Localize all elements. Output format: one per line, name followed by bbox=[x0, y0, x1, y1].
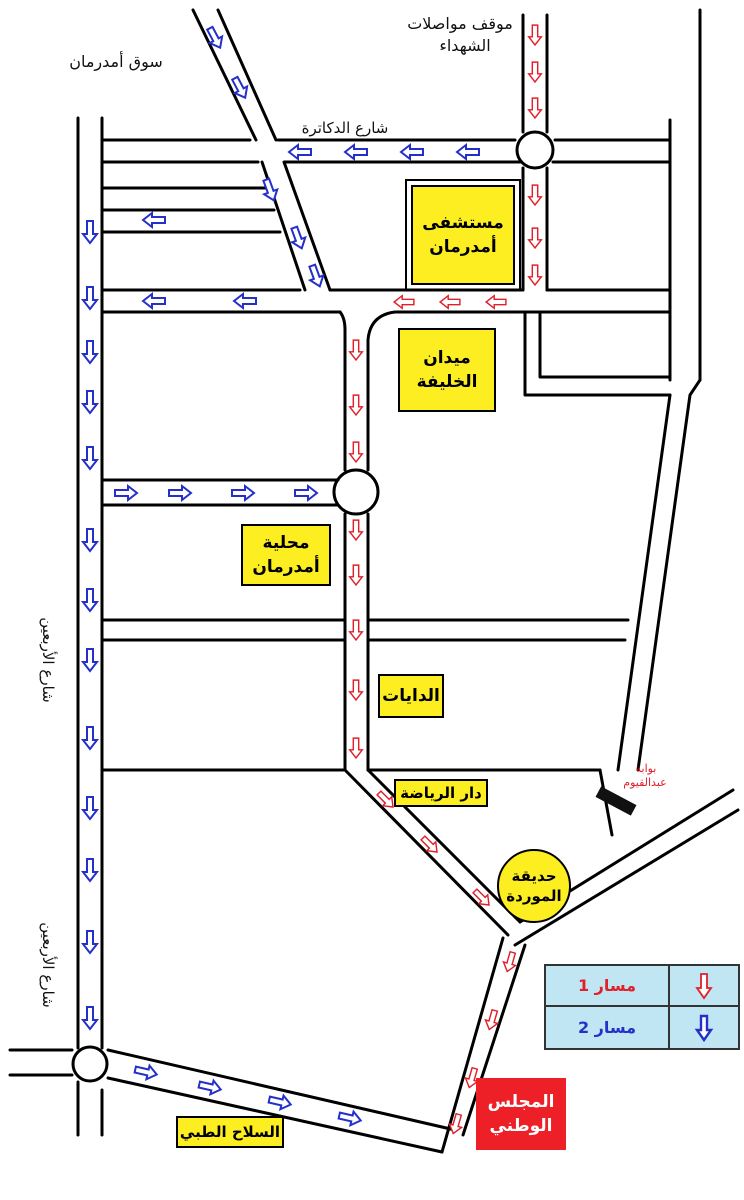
station-label-line2: الشهداء bbox=[439, 36, 491, 55]
red-down-arrow-icon bbox=[695, 972, 713, 1000]
hospital-name-line2: أمدرمان bbox=[429, 237, 497, 257]
gate-marker bbox=[595, 786, 637, 816]
parliament-name-line1: المجلس bbox=[487, 1092, 555, 1112]
legend-route1-label: مسار 1 bbox=[546, 966, 668, 1007]
silah-tibbi-name: السلاح الطبي bbox=[179, 1123, 281, 1141]
hospital-name-line1: مستشفى bbox=[422, 213, 504, 233]
mahaliya-name-line2: أمدرمان bbox=[252, 557, 320, 577]
khalifa-name-line2: الخليفة bbox=[416, 372, 478, 392]
gate-label-line1: بوابة bbox=[635, 762, 657, 775]
garden-name-line2: الموردة bbox=[506, 887, 562, 905]
mahaliya-box: محلية أمدرمان bbox=[241, 524, 331, 586]
garden-name-line1: حديقة bbox=[511, 867, 557, 885]
souq-label: سوق أمدرمان bbox=[69, 52, 163, 71]
dayat-name: الدايات bbox=[382, 686, 440, 706]
legend-route2-label: مسار 2 bbox=[577, 1018, 637, 1037]
khalifa-square-box: ميدان الخليفة bbox=[398, 328, 496, 412]
hospital-outer-frame bbox=[405, 179, 521, 291]
dayat-box: الدايات bbox=[378, 674, 444, 718]
doctors-street-label: شارع الدكاترة bbox=[301, 119, 389, 137]
mawrada-garden-circle: حديقة الموردة bbox=[497, 849, 571, 923]
silah-tibbi-box: السلاح الطبي bbox=[176, 1116, 284, 1148]
legend-route2-icon bbox=[668, 1007, 738, 1048]
parliament-name-line2: الوطني bbox=[489, 1116, 553, 1136]
blue-down-arrow-icon bbox=[694, 1014, 714, 1042]
route-legend: مسار 1 مسار 2 bbox=[544, 964, 740, 1050]
mahaliya-name-line1: محلية bbox=[262, 533, 310, 553]
hospital-box: مستشفى أمدرمان bbox=[411, 185, 515, 285]
khalifa-name-line1: ميدان bbox=[423, 348, 471, 368]
arbaeen-street-label-lower: شارع الأربعين bbox=[39, 922, 57, 1008]
dar-riyada-name: دار الرياضة bbox=[400, 784, 482, 802]
station-label-line1: موقف مواصلات bbox=[407, 14, 513, 33]
gate-label-line2: عبدالقيوم bbox=[623, 776, 667, 789]
arbaeen-street-label-upper: شارع الأربعين bbox=[39, 617, 57, 703]
parliament-box: المجلس الوطني bbox=[476, 1078, 566, 1150]
legend-route1-icon bbox=[668, 966, 738, 1007]
dar-riyada-box: دار الرياضة bbox=[394, 779, 488, 807]
